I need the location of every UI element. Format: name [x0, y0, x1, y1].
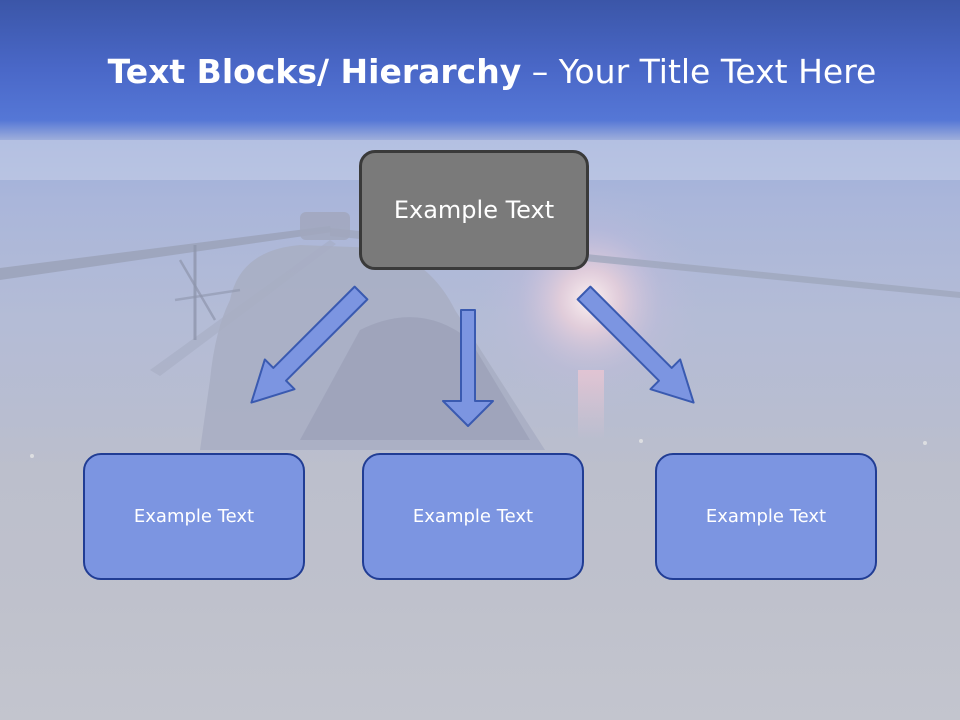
arrow-to-center-box	[442, 309, 494, 427]
child-text-block-right[interactable]: Example Text	[655, 453, 877, 580]
title-rest-part: Your Title Text Here	[558, 52, 877, 91]
slide-title: Text Blocks/ Hierarchy – Your Title Text…	[0, 52, 960, 91]
title-separator: –	[521, 52, 559, 91]
child-text-block-center[interactable]: Example Text	[362, 453, 584, 580]
root-text-block-label: Example Text	[393, 196, 555, 224]
child-text-block-left[interactable]: Example Text	[83, 453, 305, 580]
title-bold-part: Text Blocks/ Hierarchy	[107, 52, 522, 91]
child-text-block-label: Example Text	[412, 506, 534, 527]
child-text-block-label: Example Text	[705, 506, 827, 527]
child-text-block-label: Example Text	[133, 506, 255, 527]
arrow-to-left-box	[250, 285, 369, 404]
root-text-block[interactable]: Example Text	[359, 150, 589, 270]
arrow-to-right-box	[576, 285, 695, 404]
